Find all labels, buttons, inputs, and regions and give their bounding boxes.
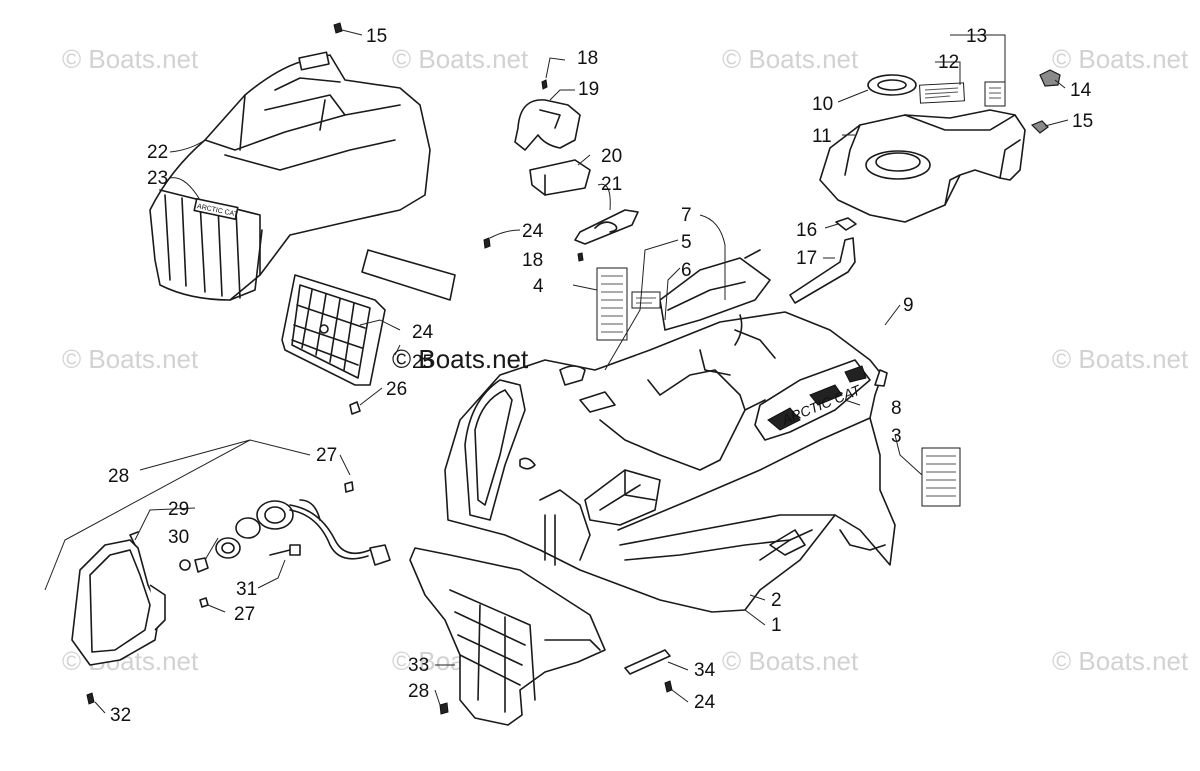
callout-26: 25	[412, 352, 433, 373]
callout-35: 34	[694, 660, 716, 681]
callout-20: 20	[601, 146, 622, 167]
callout-9: 9	[903, 295, 914, 316]
callout-28: 28	[408, 681, 429, 702]
callout-15: 15	[1072, 111, 1093, 132]
watermark-center: © Boats.net	[392, 344, 529, 374]
callout-28: 27	[316, 445, 337, 466]
callout-2: 2	[771, 590, 782, 611]
rear-panel	[789, 69, 1061, 304]
callout-29: 28	[108, 466, 129, 487]
callout-12: 12	[938, 52, 959, 73]
watermark: © Boats.net	[62, 44, 199, 74]
leader-lines	[94, 29, 1069, 714]
callout-10: 10	[812, 94, 833, 115]
grille	[281, 274, 386, 386]
callout-19: 19	[578, 79, 599, 100]
callout-23: 23	[147, 168, 168, 189]
callout-5: 5	[681, 232, 692, 253]
callout-13: 13	[966, 26, 987, 47]
watermark: © Boats.net	[1052, 44, 1189, 74]
callout-7: 7	[681, 205, 692, 226]
callout-11: 11	[812, 126, 832, 147]
callout-32: 31	[236, 579, 257, 600]
callout-31: 30	[168, 527, 189, 548]
cover-parts	[514, 79, 639, 245]
callout-8: 8	[891, 398, 902, 419]
callout-22: 22	[147, 142, 168, 163]
front-bumper	[409, 547, 606, 726]
callouts: 15 15 18 19 20 21 22 23 24 18 4 5 6 7 13…	[108, 26, 1093, 726]
callout-21: 21	[601, 174, 622, 195]
callout-16: 16	[796, 220, 817, 241]
bracket-plate	[361, 249, 456, 301]
callout-18: 18	[577, 48, 598, 69]
watermark: © Boats.net	[722, 646, 859, 676]
callout-17: 17	[796, 248, 817, 269]
callout-3: 3	[891, 426, 902, 447]
callout-15: 15	[366, 26, 387, 47]
callout-4: 4	[533, 276, 544, 297]
watermark: © Boats.net	[1052, 646, 1189, 676]
callout-14: 14	[1070, 80, 1092, 101]
watermark: © Boats.net	[1052, 344, 1189, 374]
watermark: © Boats.net	[722, 44, 859, 74]
front-fender-body: ARCTIC CAT	[444, 249, 896, 613]
callout-18: 18	[522, 250, 543, 271]
callout-25: 24	[412, 322, 434, 343]
callout-24: 24	[522, 221, 544, 242]
watermark: © Boats.net	[62, 344, 199, 374]
watermark: © Boats.net	[392, 44, 529, 74]
callout-34: 33	[408, 655, 429, 676]
callout-24: 24	[694, 692, 716, 713]
callout-30: 29	[168, 499, 189, 520]
callout-6: 6	[681, 260, 692, 281]
callout-27: 26	[386, 379, 407, 400]
front-storage-cover: ARCTIC CAT	[149, 51, 431, 301]
callout-1: 1	[771, 615, 782, 636]
callout-33: 32	[110, 705, 131, 726]
callout-27: 27	[234, 604, 255, 625]
decals	[596, 267, 961, 507]
